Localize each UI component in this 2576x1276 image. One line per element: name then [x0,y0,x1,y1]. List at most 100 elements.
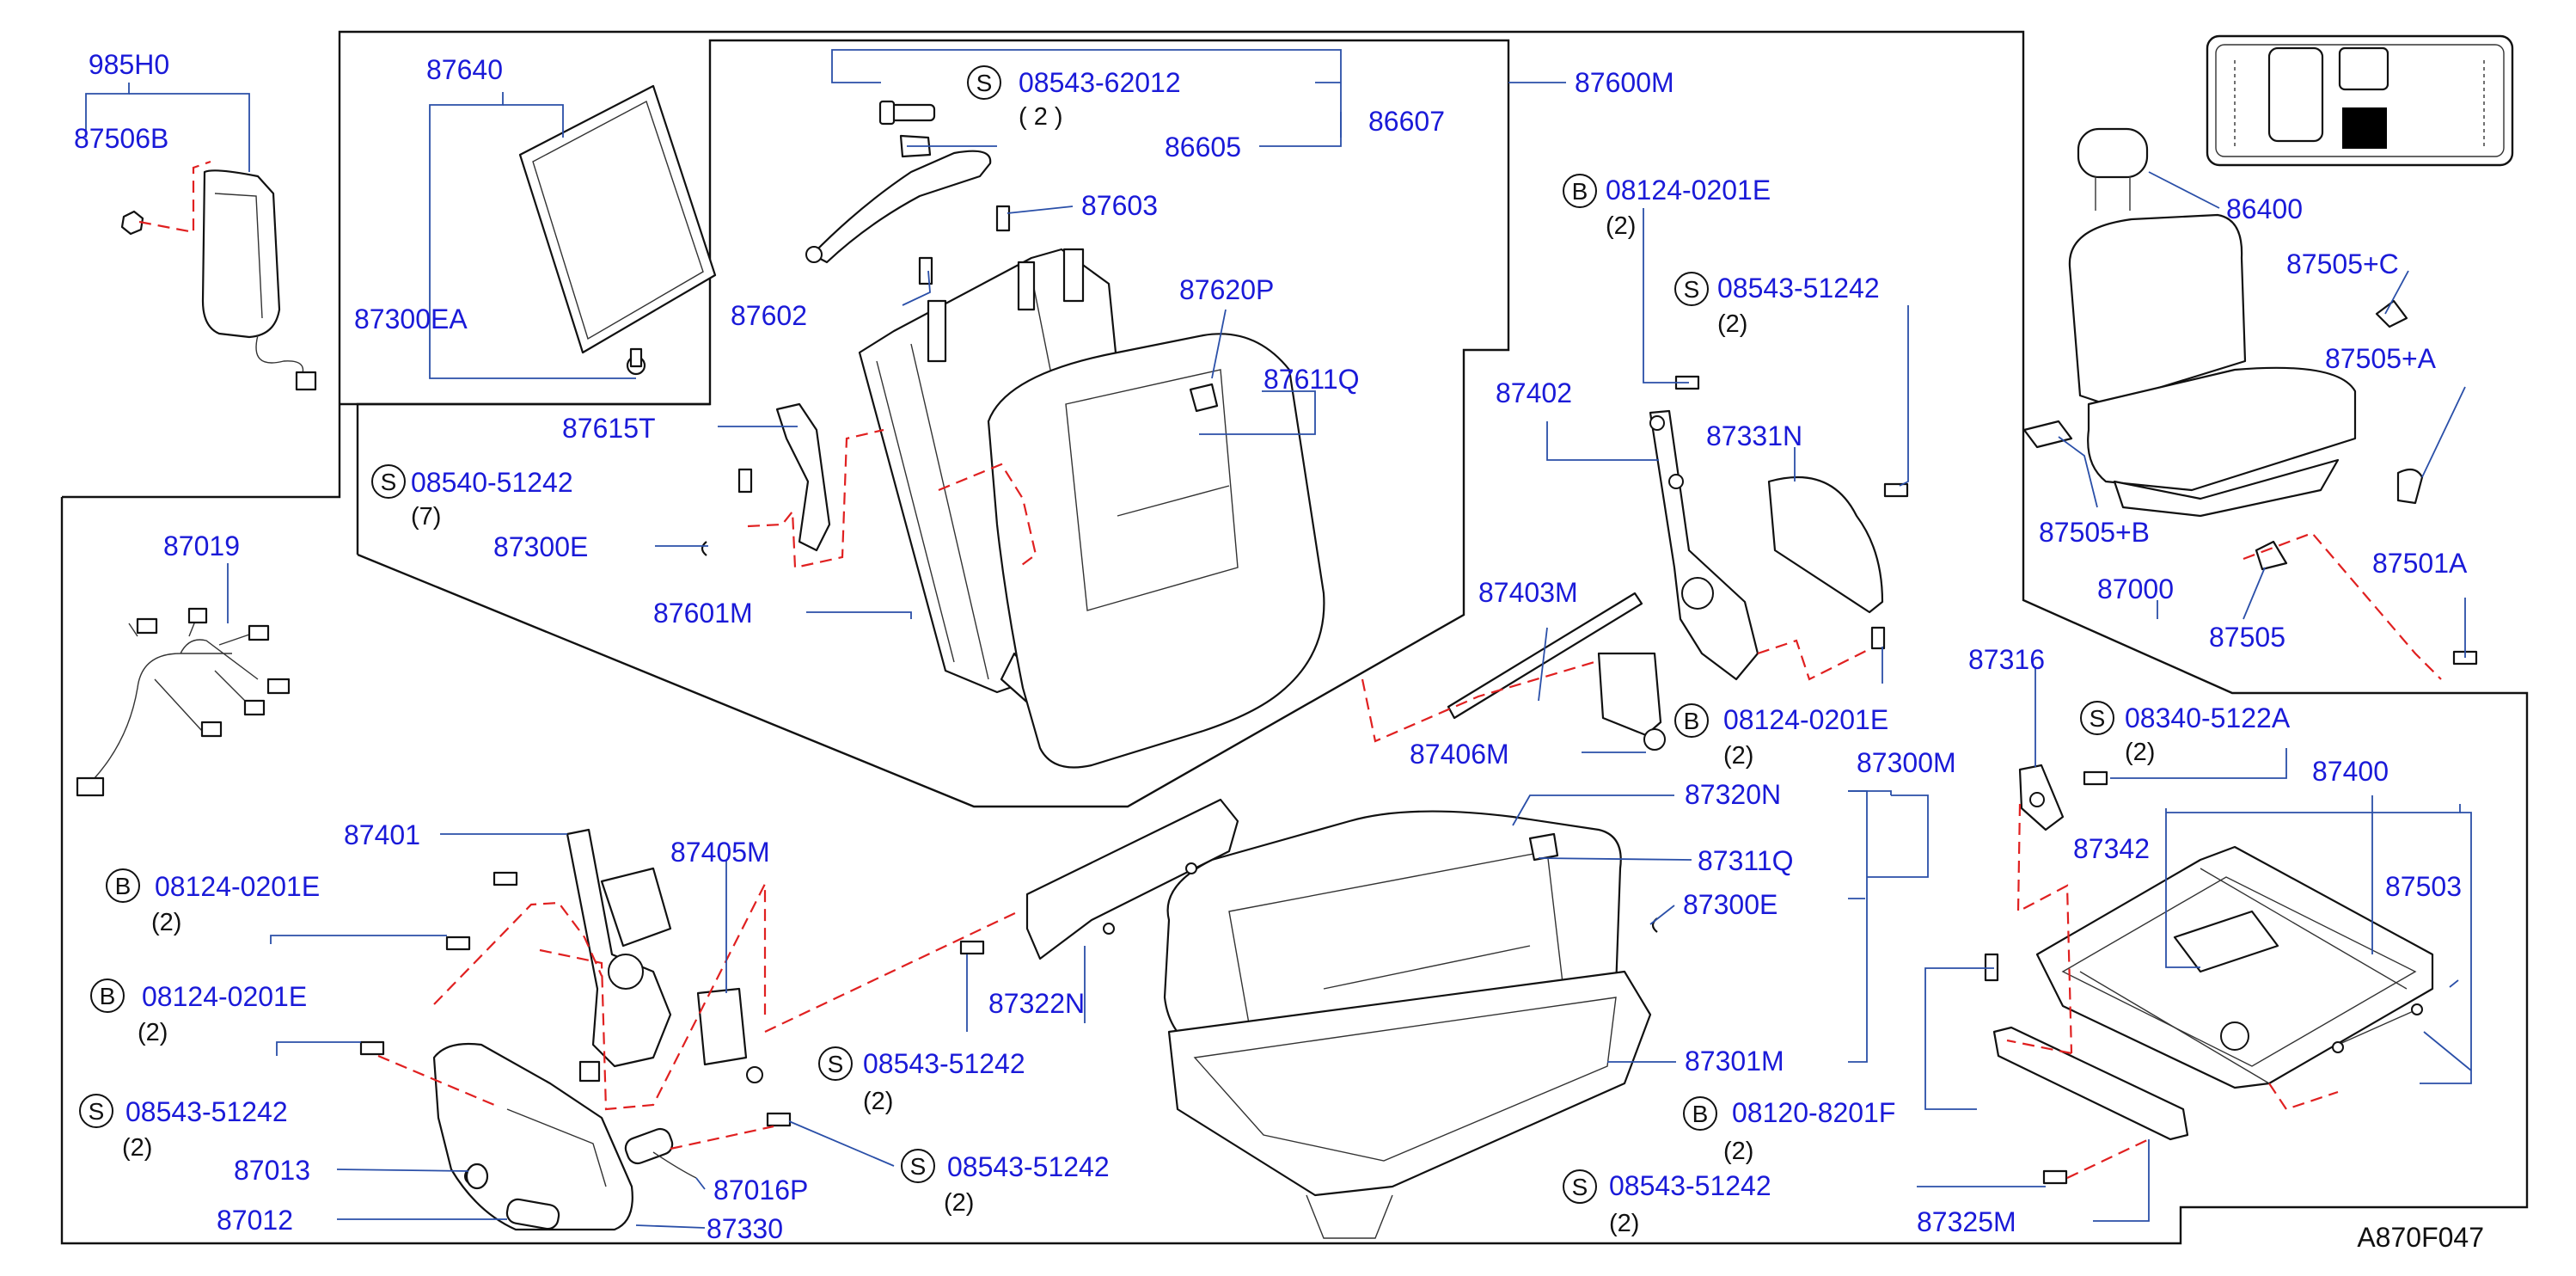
label-87601M: 87601M [653,598,753,629]
label-87405M: 87405M [670,837,770,868]
label-87325M: 87325M [1917,1206,2016,1237]
label-87301M: 87301M [1685,1046,1784,1077]
recliner-left [566,828,672,1083]
label-08340-5122A: 08340-5122A [2125,702,2291,733]
bolt-87602 [918,256,933,285]
label-08543-51242-c: 08543-51242 [125,1096,288,1127]
label-87505: 87505 [2209,622,2285,653]
label-87505-B: 87505+B [2039,517,2150,548]
seat-wire-harness [76,607,291,797]
buckle-bracket [2018,764,2065,831]
part-labels: 985H0 87506B 87640 87300EA 08543-62012 (… [74,49,2484,1253]
label-08543-51242-d: 08543-51242 [947,1151,1110,1182]
screw-symbol-08540-51242: S [371,464,406,499]
label-87342: 87342 [2073,833,2150,864]
screw-08540 [737,468,753,494]
qty-08124-0201E-c: (2) [151,909,181,936]
qty-08540-51242: (7) [411,503,441,531]
qty-08543-51242-c: (2) [122,1134,152,1162]
qty-08124-0201E-a: (2) [1606,212,1636,240]
seat-adjuster [2035,845,2434,1089]
vehicle-locator-icon [2215,44,2505,157]
label-87300M: 87300M [1857,747,1956,778]
qty-08543-51242-e: (2) [863,1088,893,1115]
seatback-side-cover [775,402,831,552]
clip-87300E-top [701,541,707,556]
screw-08543-e [959,940,985,955]
label-87019: 87019 [163,531,240,561]
label-87503: 87503 [2385,871,2462,902]
label-87603: 87603 [1081,190,1158,221]
vehicle-locator-frame [2206,34,2514,167]
bolt-symbol-08124-0201E-a: B [1563,174,1597,208]
bolt-08124-c [493,871,518,886]
seat-cushion-frame [1167,970,1652,1239]
label-87506B: 87506B [74,123,168,154]
qty-08543-51242-a: (2) [1717,310,1747,338]
label-86605: 86605 [1165,132,1241,163]
qty-08120-8201F: (2) [1723,1138,1753,1165]
svg-text:S: S [89,1098,105,1125]
label-87012: 87012 [217,1205,293,1236]
svg-text:B: B [1692,1101,1709,1127]
recliner-right [1649,409,1759,681]
label-87403M: 87403M [1478,577,1578,608]
seatback-board [518,84,717,376]
label-87505-C: 87505+C [2286,248,2399,279]
label-08124-0201E-d: 08124-0201E [142,981,307,1012]
seatback-cushion [987,333,1325,769]
svg-text:S: S [910,1153,927,1180]
label-87300EA: 87300EA [354,304,468,334]
label-08124-0201E-c: 08124-0201E [155,871,320,902]
label-08543-51242-a: 08543-51242 [1717,273,1880,304]
qty-08543-51242-b: (2) [1609,1210,1639,1237]
svg-text:B: B [100,983,116,1009]
svg-text:S: S [2090,705,2106,732]
qty-08124-0201E-d: (2) [138,1019,168,1046]
label-08543-51242-b: 08543-51242 [1609,1170,1771,1201]
recliner-lever [505,1198,560,1230]
bolt-symbol-08120-8201F: B [1683,1096,1717,1131]
bolt-symbol-08124-0201E-b: B [1674,703,1709,738]
diagram-frames [60,30,2529,1245]
bolt-87603 [995,205,1011,232]
bolt-08124-d [445,936,471,951]
screw-08543-c [359,1040,385,1056]
label-86400: 86400 [2226,193,2303,224]
label-87602: 87602 [731,300,807,331]
label-08120-8201F: 08120-8201F [1732,1097,1895,1128]
screw-08543-a [1883,482,1909,498]
qty-08124-0201E-b: (2) [1723,742,1753,770]
label-08540-51242: 08540-51242 [411,467,573,498]
bolt-08124-b [1870,626,1886,650]
label-87505-A: 87505+A [2325,343,2437,374]
label-08543-62012: 08543-62012 [1019,67,1181,98]
svg-text:S: S [976,70,993,96]
svg-text:S: S [828,1051,844,1077]
label-87501A: 87501A [2372,548,2468,579]
label-87322N: 87322N [988,988,1085,1019]
svg-text:S: S [381,469,397,495]
screw-08340 [2083,770,2108,786]
screw-symbol-08340-5122A: S [2080,701,2114,735]
svg-text:S: S [1572,1174,1588,1200]
fasteners [359,205,2478,1185]
label-87311Q: 87311Q [1698,845,1794,876]
screw-08543-b [2042,1169,2068,1185]
seat-switch-knob [624,1127,697,1179]
label-87300E-mid: 87300E [1683,889,1778,920]
label-87331N: 87331N [1706,420,1802,451]
svg-text:B: B [1684,708,1700,734]
screw-symbol-08543-51242-d: S [901,1149,935,1183]
label-87300E-top: 87300E [493,531,588,562]
svg-text:B: B [115,873,132,899]
parts-drawings [76,84,2478,1239]
label-08543-51242-e: 08543-51242 [863,1048,1025,1079]
label-87401: 87401 [344,819,420,850]
label-87320N: 87320N [1685,779,1781,810]
label-08124-0201E-b: 08124-0201E [1723,704,1888,735]
screw-symbol-08543-62012: S [967,65,1001,100]
label-87600M: 87600M [1575,67,1674,98]
svg-text:S: S [1684,276,1700,303]
screw-symbol-08543-51242-c: S [79,1094,113,1128]
